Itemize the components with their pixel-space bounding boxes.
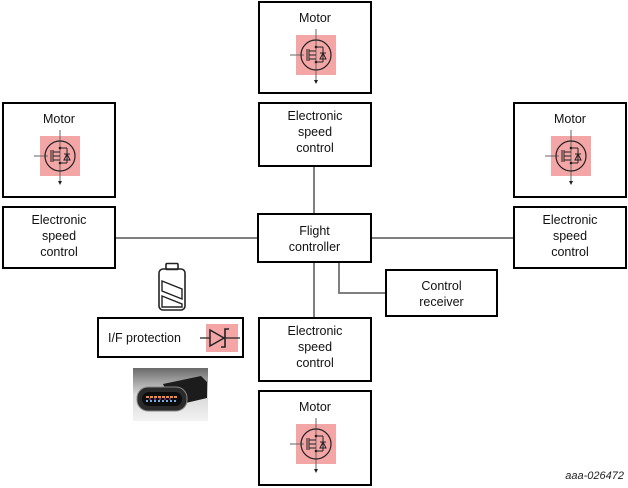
battery-icon [158,262,186,311]
wire-fc-to-esc-right [371,237,514,239]
esc-box-bottom: Electronic speed control [258,317,372,382]
motor-box-right: Motor [513,102,627,198]
esc-label-line2: speed [41,229,77,243]
usb-c-connector-icon [133,368,208,421]
flight-controller-line2: controller [288,240,341,254]
wire-fc-to-esc-bottom [313,262,315,317]
flight-controller-line1: Flight [299,224,330,238]
esc-label-line2: speed [297,125,333,139]
wire-fc-to-receiver-v [338,262,340,293]
figure-id: aaa-026472 [565,470,624,482]
flight-controller-box: Flight controller [257,213,372,263]
if-protection-label: I/F protection [108,331,181,345]
esc-label-line2: speed [297,340,333,354]
motor-label: Motor [43,112,75,126]
motor-box-top: Motor [258,1,372,94]
mosfet-icon [290,418,336,473]
motor-box-bottom: Motor [258,390,372,486]
mosfet-icon [290,29,336,84]
esc-label-line1: Electronic [31,213,87,227]
wire-fc-to-receiver-h [338,292,386,294]
motor-label: Motor [299,11,331,25]
esc-label-line3: control [551,245,589,259]
mosfet-icon [545,130,591,185]
control-receiver-box: Control receiver [385,269,498,317]
motor-label: Motor [554,112,586,126]
wire-fc-to-esc-top [313,166,315,213]
esc-label-line2: speed [552,229,588,243]
esc-label-line3: control [40,245,78,259]
esc-label-line1: Electronic [287,109,343,123]
mosfet-icon [34,130,80,185]
tvs-diode-icon [200,324,240,352]
esc-box-top: Electronic speed control [258,102,372,167]
esc-label-line3: control [296,356,334,370]
esc-label-line3: control [296,141,334,155]
if-protection-box: I/F protection [97,317,244,358]
motor-label: Motor [299,400,331,414]
control-receiver-line2: receiver [419,295,464,309]
esc-box-left: Electronic speed control [2,206,116,269]
esc-box-right: Electronic speed control [513,206,627,269]
motor-box-left: Motor [2,102,116,198]
esc-label-line1: Electronic [542,213,598,227]
control-receiver-line1: Control [421,279,462,293]
esc-label-line1: Electronic [287,324,343,338]
wire-fc-to-esc-left [115,237,257,239]
